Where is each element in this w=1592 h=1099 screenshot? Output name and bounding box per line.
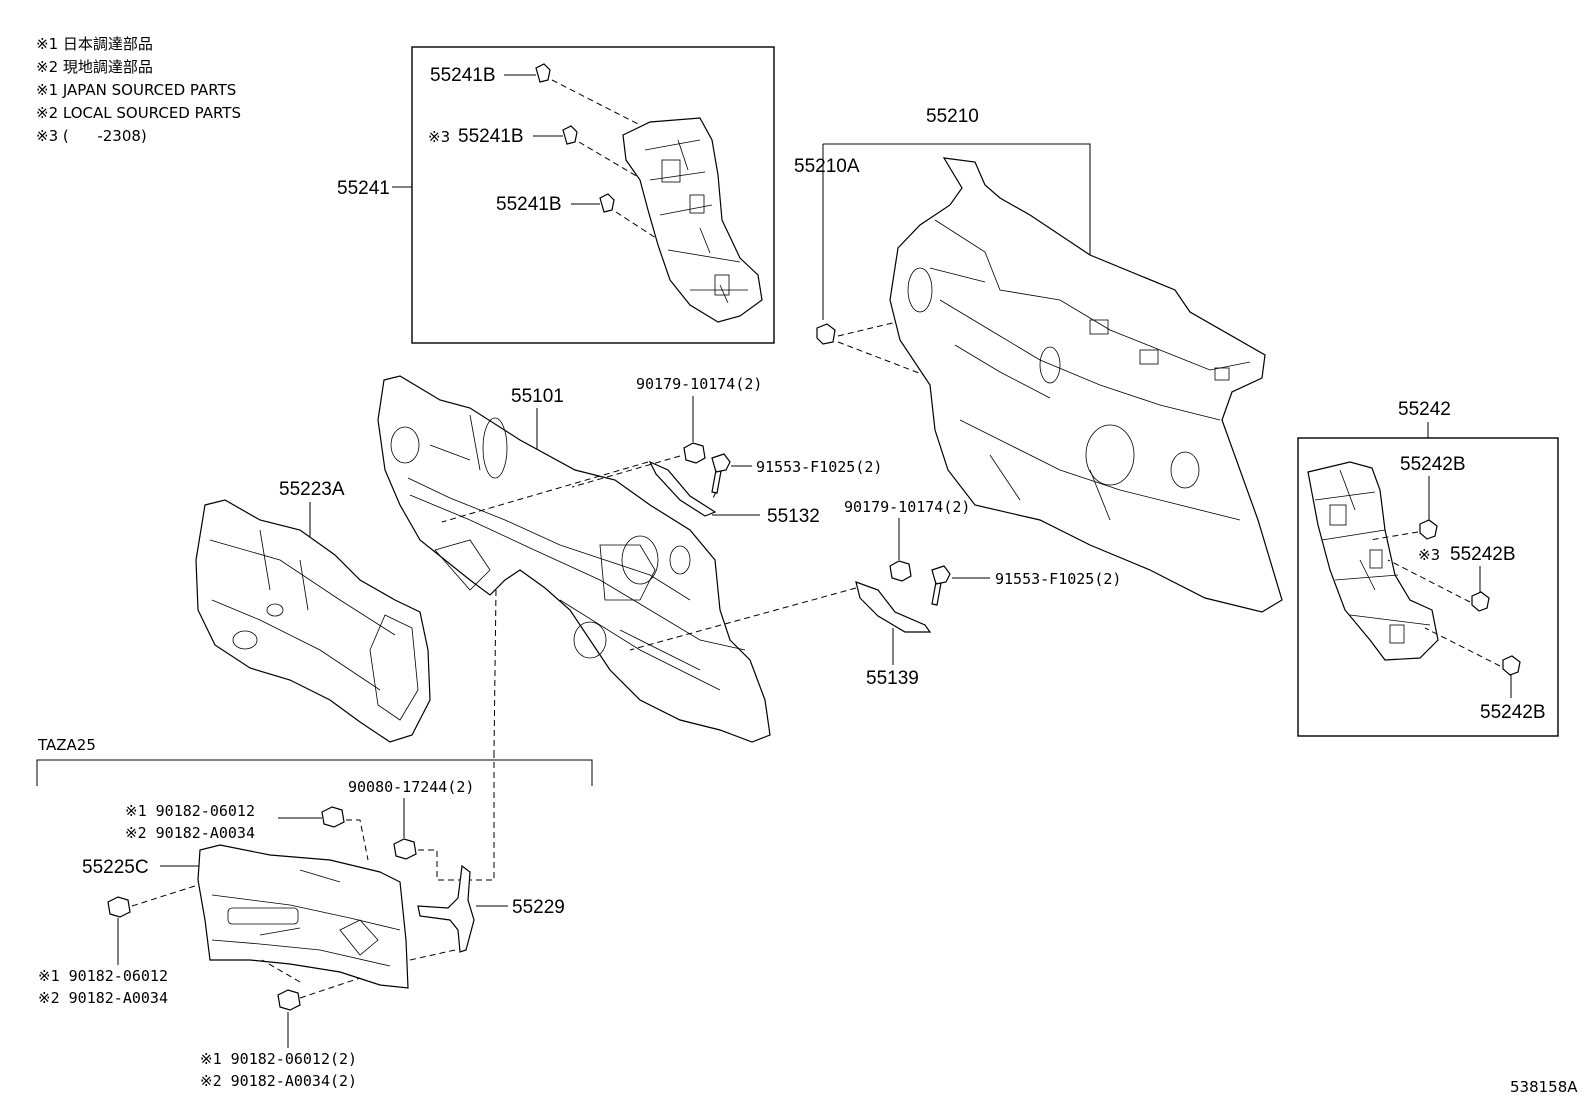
bracket-55132[interactable]: [648, 460, 717, 517]
callout-90179-b[interactable]: 90179-10174(2): [844, 498, 970, 516]
dashed-lines-91553-a: [441, 461, 717, 523]
dashed-lines-90182-bottom: [261, 959, 361, 999]
callout-90182-left-2[interactable]: ※2 90182-A0034: [38, 989, 168, 1007]
dashed-line-55242B-1: [1369, 531, 1419, 541]
callout-55241B-2[interactable]: 55241B: [458, 126, 524, 147]
note-line-2: ※2 現地調達部品: [36, 58, 153, 76]
part-55223A-silencer[interactable]: [195, 499, 431, 743]
clip-55241B-1[interactable]: [535, 63, 551, 83]
mark-55242B-2: ※3: [1418, 546, 1440, 564]
group-box-55242: [1297, 437, 1559, 737]
callout-90179-a[interactable]: 90179-10174(2): [636, 375, 762, 393]
nut-90182-top[interactable]: [321, 806, 345, 828]
clip-55242B-2[interactable]: [1471, 591, 1490, 612]
callout-55132[interactable]: 55132: [767, 506, 820, 527]
dashed-line-55139: [629, 587, 857, 651]
callout-55241B-1[interactable]: 55241B: [430, 65, 496, 86]
callout-90080[interactable]: 90080-17244(2): [348, 778, 474, 796]
section-label-taza25: TAZA25: [37, 736, 96, 754]
callout-90182-bottom-1[interactable]: ※1 90182-06012(2): [200, 1050, 357, 1068]
section-bracket-taza25: [36, 759, 593, 786]
callout-90182-left-1[interactable]: ※1 90182-06012: [38, 967, 168, 985]
dashed-line-55229-to-panel: [470, 752, 495, 881]
callout-55225C[interactable]: 55225C: [82, 857, 149, 878]
mark-55241B-2: ※3: [428, 128, 450, 146]
part-55225C-silencer[interactable]: [197, 844, 409, 989]
clip-55242B-3[interactable]: [1502, 655, 1521, 676]
bolt-91553-b[interactable]: [931, 565, 951, 606]
note-line-1: ※1 日本調達部品: [36, 35, 153, 53]
callout-55229[interactable]: 55229: [512, 897, 565, 918]
callout-91553-a[interactable]: 91553-F1025(2): [756, 458, 882, 476]
dashed-lines-55210A: [837, 319, 933, 379]
clip-55210A[interactable]: [816, 323, 836, 345]
callout-55210[interactable]: 55210: [926, 106, 979, 127]
nut-90080[interactable]: [393, 838, 417, 860]
clip-55241B-3[interactable]: [599, 193, 615, 213]
dashed-line-55241B-1: [551, 79, 641, 126]
dashed-line-55242B-2: [1387, 559, 1471, 603]
dashed-line-55242B-3: [1424, 627, 1501, 667]
dashed-line-90179-a: [571, 455, 681, 488]
clip-55241B-2[interactable]: [562, 125, 578, 145]
dashed-line-55101-down: [493, 589, 497, 753]
nut-90182-bottom[interactable]: [277, 989, 301, 1011]
dashed-line-90080: [418, 849, 460, 881]
callout-55242B-1[interactable]: 55242B: [1400, 454, 1466, 475]
nut-90179-b[interactable]: [889, 560, 912, 582]
note-line-5: ※3 ( -2308): [36, 127, 147, 145]
part-55101-dash-panel[interactable]: [377, 375, 771, 743]
callout-90182-top-2[interactable]: ※2 90182-A0034: [125, 824, 255, 842]
part-55210-dash-insulator[interactable]: [889, 157, 1283, 613]
callout-90182-bottom-2[interactable]: ※2 90182-A0034(2): [200, 1072, 357, 1090]
part-55241-insulator[interactable]: [622, 117, 763, 323]
nut-90182-left[interactable]: [107, 896, 131, 918]
callout-55139[interactable]: 55139: [866, 668, 919, 689]
callout-55223A[interactable]: 55223A: [279, 479, 345, 500]
nut-90179-a[interactable]: [683, 442, 706, 464]
part-55229-bracket[interactable]: [417, 864, 475, 953]
callout-55242B-3[interactable]: 55242B: [1480, 702, 1546, 723]
dashed-line-55229: [409, 949, 456, 961]
part-55242-insulator[interactable]: [1307, 461, 1439, 661]
clip-55242B-1[interactable]: [1419, 519, 1438, 540]
callout-55101[interactable]: 55101: [511, 386, 564, 407]
callout-55242B-2[interactable]: 55242B: [1450, 544, 1516, 565]
callout-90182-top-1[interactable]: ※1 90182-06012: [125, 802, 255, 820]
group-box-55241: [411, 46, 775, 344]
dashed-line-90182-left: [131, 884, 199, 907]
dashed-line-55241B-2: [578, 141, 661, 191]
bracket-55210: [823, 143, 1091, 255]
callout-55241B-3[interactable]: 55241B: [496, 194, 562, 215]
bolt-91553-a[interactable]: [711, 453, 731, 494]
notes-legend: ※1 日本調達部品 ※2 現地調達部品 ※1 JAPAN SOURCED PAR…: [36, 35, 241, 145]
diagram-id: 538158A: [1510, 1078, 1578, 1096]
bracket-55139[interactable]: [855, 581, 932, 633]
callout-55242[interactable]: 55242: [1398, 399, 1451, 420]
note-line-4: ※2 LOCAL SOURCED PARTS: [36, 104, 241, 122]
callout-55210A[interactable]: 55210A: [794, 156, 860, 177]
callout-91553-b[interactable]: 91553-F1025(2): [995, 570, 1121, 588]
note-line-3: ※1 JAPAN SOURCED PARTS: [36, 81, 236, 99]
callout-55241[interactable]: 55241: [337, 178, 390, 199]
dashed-line-90182-top: [346, 819, 369, 861]
